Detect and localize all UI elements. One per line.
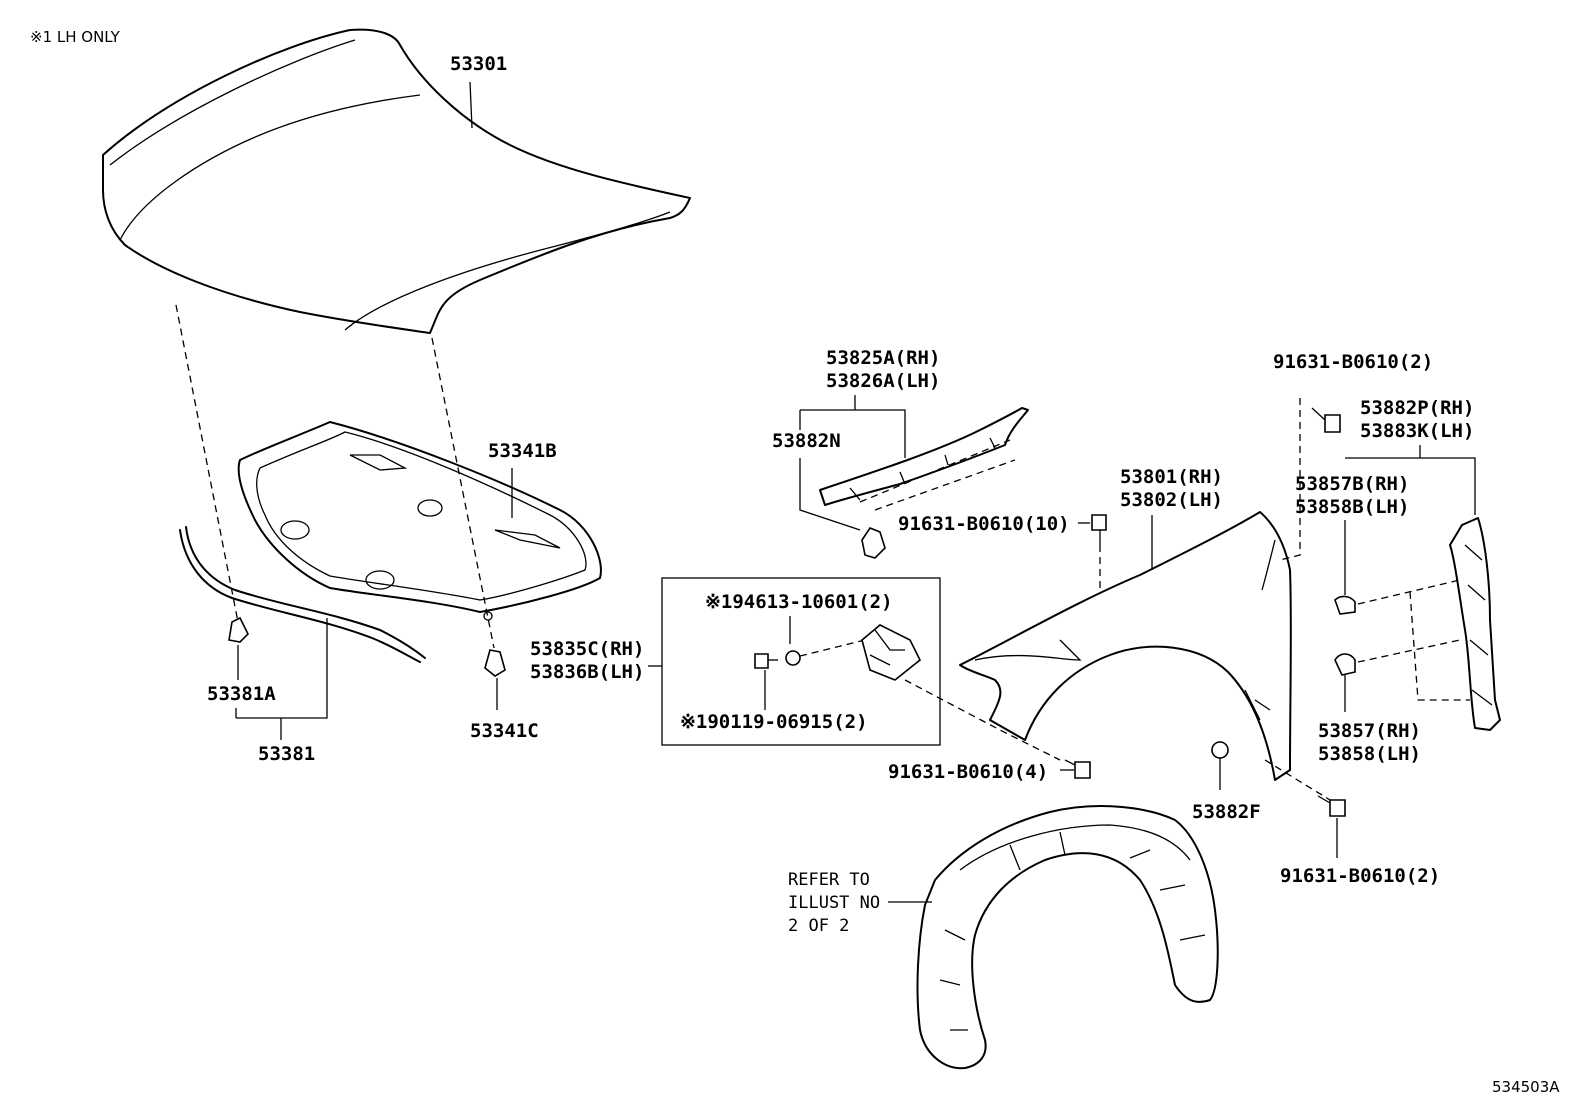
insulator-icon: [237, 421, 602, 621]
label-lower-bolt: 91631-B0610(4): [888, 761, 1048, 783]
bolt-icon: [1311, 407, 1341, 433]
note-lh-only: ※1 LH ONLY: [30, 28, 121, 46]
label-rear-bolt: 91631-B0610(2): [1280, 865, 1440, 887]
clip-icon: [1334, 595, 1356, 615]
label-hood-insulator: 53341B: [488, 440, 557, 462]
bracket-detail-box: [661, 577, 941, 746]
label-fender-liner-rh: 53882P(RH): [1360, 397, 1474, 419]
label-fender-liner-lh: 53883K(LH): [1360, 420, 1474, 442]
label-bracket-lh: 53836B(LH): [530, 661, 644, 683]
refer-line1: REFER TO: [788, 870, 870, 890]
label-nut-part: ※194613-10601(2): [705, 591, 893, 613]
label-hood-seal: 53381: [258, 743, 315, 765]
label-liner-clip-lh: 53858(LH): [1318, 743, 1421, 765]
label-fender-plug: 53882F: [1192, 801, 1261, 823]
bolt-icon: [1317, 795, 1346, 817]
inner-fender-icon: [916, 805, 1219, 1070]
clip-icon: [484, 649, 506, 677]
bolt-icon: [1064, 759, 1091, 779]
label-hood: 53301: [450, 53, 507, 75]
label-fender-seal-rh: 53825A(RH): [826, 347, 940, 369]
label-liner-clip-b-rh: 53857B(RH): [1295, 473, 1409, 495]
label-liner-clip-b-lh: 53858B(LH): [1295, 496, 1409, 518]
clip-icon: [861, 527, 886, 559]
clip-icon: [1334, 653, 1356, 676]
refer-line2: ILLUST NO: [788, 893, 880, 913]
label-fender-seal-lh: 53826A(LH): [826, 370, 940, 392]
label-fender-seal-clip: 53882N: [772, 430, 841, 452]
diagram-id: 534503A: [1492, 1078, 1560, 1096]
bolt-icon: [754, 650, 801, 669]
fender-liner-icon: [1449, 517, 1501, 731]
label-fender-rh: 53801(RH): [1120, 466, 1223, 488]
bracket-icon: [861, 624, 922, 681]
label-insulator-clip: 53341C: [470, 720, 539, 742]
refer-line3: 2 OF 2: [788, 916, 849, 936]
label-fender-lh: 53802(LH): [1120, 489, 1223, 511]
label-liner-clip-rh: 53857(RH): [1318, 720, 1421, 742]
label-bolt-part: ※190119-06915(2): [680, 711, 868, 733]
label-fender-bolt-10: 91631-B0610(10): [898, 513, 1070, 535]
fender-icon: [959, 511, 1292, 781]
clip-icon: [228, 616, 249, 643]
clip-icon: [1211, 741, 1229, 759]
seal-icon: [179, 526, 426, 663]
label-bracket-rh: 53835C(RH): [530, 638, 644, 660]
hood-icon: [102, 28, 691, 334]
seal-icon: [819, 407, 1029, 511]
bolt-icon: [1091, 514, 1107, 545]
label-hood-seal-clip: 53381A: [207, 683, 276, 705]
label-top-bolt: 91631-B0610(2): [1273, 351, 1433, 373]
